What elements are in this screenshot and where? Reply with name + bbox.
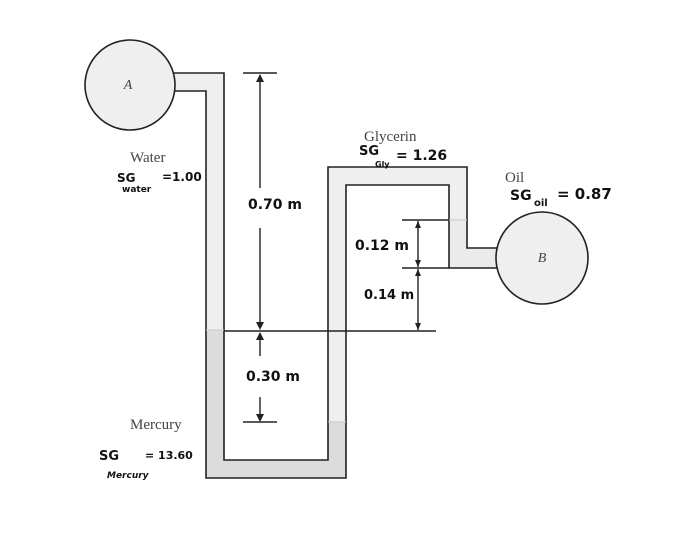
water-fill bbox=[172, 73, 224, 330]
oil-fill bbox=[449, 220, 510, 268]
dim-070-arrow-down bbox=[256, 322, 264, 330]
dim-012-label: 0.12 m bbox=[355, 238, 409, 254]
water-annotation: Water SG water =1.00 bbox=[117, 150, 202, 195]
oil-sg-value: = 0.87 bbox=[557, 185, 612, 203]
tank-b: B bbox=[495, 211, 589, 305]
dimension-lines bbox=[224, 72, 449, 423]
glycerin-sg-value: = 1.26 bbox=[396, 148, 447, 164]
glycerin-name: Glycerin bbox=[364, 129, 417, 145]
dim-014-arrow-up bbox=[415, 269, 421, 276]
dim-014-label: 0.14 m bbox=[364, 288, 414, 303]
mercury-annotation: Mercury SG Mercury = 13.60 bbox=[99, 417, 193, 481]
water-sg-symbol: SG bbox=[117, 171, 136, 185]
water-sg-subscript: water bbox=[122, 185, 152, 195]
oil-name: Oil bbox=[505, 170, 524, 186]
mercury-fill bbox=[206, 330, 346, 478]
oil-sg-subscript: oil bbox=[534, 198, 548, 209]
glycerin-sg-symbol: SG bbox=[359, 144, 379, 159]
dim-030-arrow-down bbox=[256, 414, 264, 422]
tank-a: A bbox=[84, 39, 176, 131]
mercury-sg-symbol: SG bbox=[99, 449, 119, 464]
mercury-sg-subscript: Mercury bbox=[107, 471, 150, 481]
mercury-name: Mercury bbox=[130, 417, 182, 433]
water-name: Water bbox=[130, 150, 165, 166]
glycerin-annotation: Glycerin SG Gly = 1.26 bbox=[359, 129, 447, 169]
pipe-outer-wall bbox=[172, 72, 502, 461]
dim-070-label: 0.70 m bbox=[248, 197, 302, 213]
glycerin-fill bbox=[328, 167, 467, 422]
water-sg-value: =1.00 bbox=[162, 170, 202, 184]
glycerin-sg-subscript: Gly bbox=[375, 160, 390, 169]
oil-sg-symbol: SG bbox=[510, 188, 532, 204]
dim-030-arrow-up bbox=[256, 332, 264, 340]
dim-012-arrow-down bbox=[415, 260, 421, 267]
dim-012-arrow-up bbox=[415, 221, 421, 228]
oil-annotation: Oil SG oil = 0.87 bbox=[505, 170, 612, 209]
tank-a-label: A bbox=[123, 78, 133, 93]
mercury-sg-value: = 13.60 bbox=[145, 449, 193, 462]
tank-b-label: B bbox=[538, 251, 547, 266]
dim-030-label: 0.30 m bbox=[246, 369, 300, 385]
dim-014-arrow-down bbox=[415, 323, 421, 330]
fluid-fills bbox=[172, 73, 510, 478]
dim-070-arrow-up bbox=[256, 74, 264, 82]
